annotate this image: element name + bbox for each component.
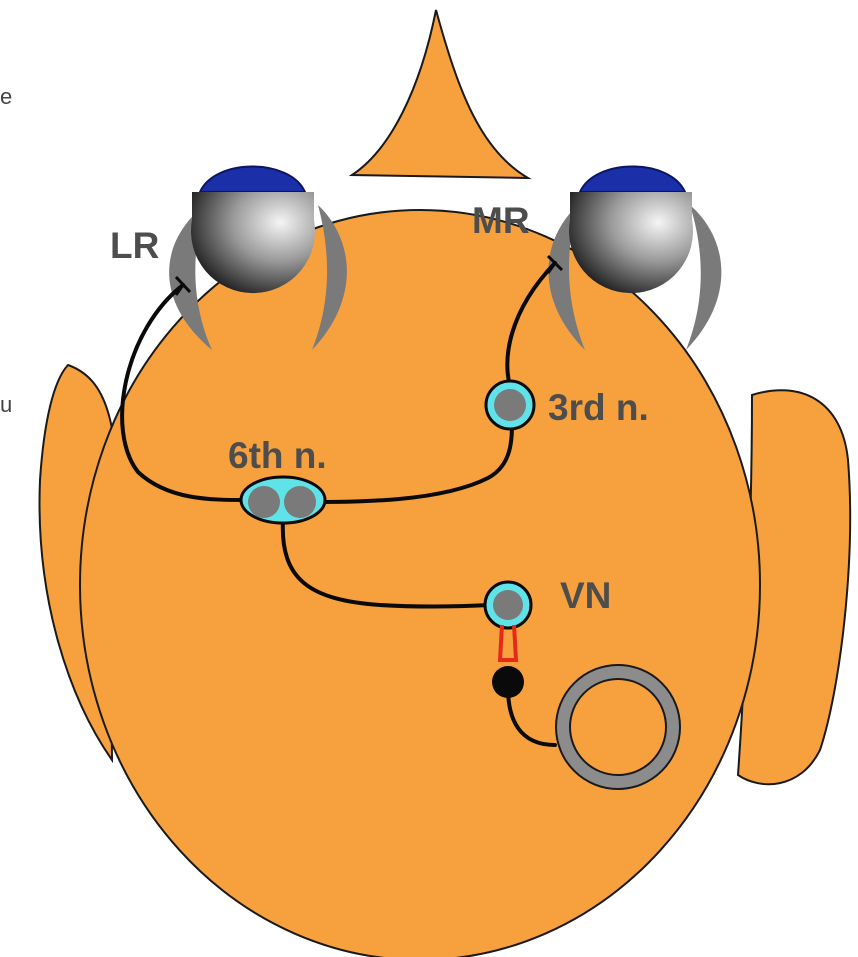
right-eye-pupil xyxy=(580,167,685,193)
semicircular-canal xyxy=(556,665,680,789)
head-body xyxy=(80,210,760,957)
third-nerve-nucleus xyxy=(486,381,534,429)
edge-mark: u xyxy=(0,392,12,417)
third-nerve-label: 3rd n. xyxy=(548,387,649,428)
abducens-motoneuron xyxy=(248,486,280,518)
vestibular-ganglion xyxy=(492,666,524,698)
sixth-nerve-nucleus xyxy=(241,477,325,523)
oculomotor-neuron xyxy=(494,389,526,421)
head-crest xyxy=(352,10,528,178)
edge-mark: e xyxy=(0,84,12,109)
mr-label: MR xyxy=(472,200,530,241)
sixth-nerve-label: 6th n. xyxy=(228,435,327,476)
vn-neuron xyxy=(493,590,523,620)
lr-label: LR xyxy=(110,225,159,266)
internuclear-neuron xyxy=(284,486,316,518)
left-eye-pupil xyxy=(200,167,305,193)
vn-label: VN xyxy=(560,575,611,616)
head xyxy=(40,10,851,957)
